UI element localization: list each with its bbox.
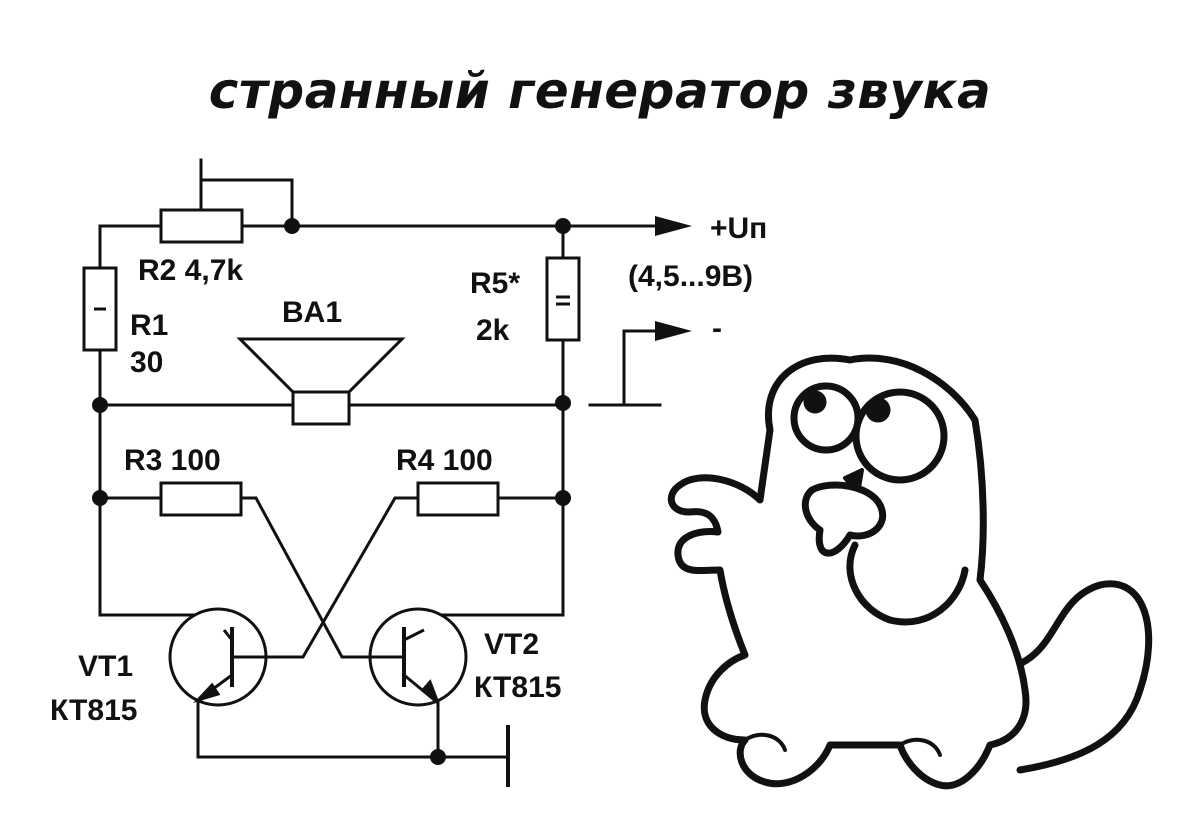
label-r4: R4 100	[396, 444, 493, 477]
wire-minus	[622, 329, 662, 407]
junction-dot	[555, 490, 571, 506]
label-vt2-name: VT2	[484, 628, 539, 661]
resistor-r4	[416, 481, 500, 517]
cartoon-cat-icon	[667, 354, 1153, 790]
page-title: странный генератор звука	[208, 62, 992, 120]
junction-dot	[555, 395, 571, 411]
junction-dot	[430, 749, 446, 765]
label-r1-name: R1	[130, 309, 168, 342]
label-r3: R3 100	[124, 444, 221, 477]
label-vt1-name: VT1	[78, 650, 133, 683]
transistor-vt2-icon	[368, 607, 468, 707]
wire-pot-wiper	[199, 178, 294, 228]
junction-dot	[92, 490, 108, 506]
label-supply-range: (4,5...9В)	[628, 260, 753, 293]
junction-dot	[555, 218, 571, 234]
resistor-r5	[545, 256, 581, 342]
label-r1-value: 30	[130, 346, 163, 379]
resistor-r3	[159, 481, 243, 517]
label-r5-name: R5*	[470, 267, 520, 300]
arrow-minus-icon	[655, 321, 692, 341]
label-r2: R2 4,7k	[138, 254, 243, 287]
label-vt1-type: КТ815	[50, 694, 137, 727]
junction-dot	[92, 397, 108, 413]
wire-r3-cross	[239, 496, 370, 659]
label-r5-value: 2k	[476, 314, 510, 347]
label-ba1: BA1	[282, 296, 342, 329]
wire-r4-cross	[266, 496, 420, 659]
label-supply-minus: -	[712, 312, 722, 345]
wire-ground	[196, 698, 508, 759]
resistor-r2	[159, 208, 244, 244]
arrow-plus-icon	[655, 216, 692, 236]
speaker-ba1-icon	[236, 337, 406, 426]
transistor-vt1-icon	[168, 607, 268, 707]
junction-dot	[284, 218, 300, 234]
label-supply-plus: +Uп	[710, 212, 767, 245]
label-vt2-type: КТ815	[474, 671, 561, 704]
